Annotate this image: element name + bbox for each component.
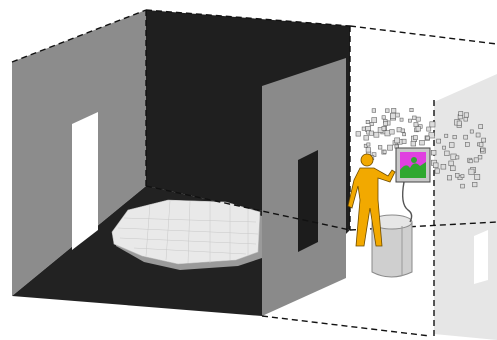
particle [435,169,439,173]
particle [397,128,401,132]
particle [441,164,446,169]
particle [420,140,425,145]
particle [364,136,369,141]
particle [461,175,464,178]
particle [464,117,468,121]
particle [469,169,474,174]
particle [461,184,465,188]
particle [456,156,459,159]
particle [447,176,451,180]
particle [382,126,386,130]
particle [449,161,454,166]
particle [392,108,396,112]
particle [413,116,417,120]
particle [457,121,461,125]
particle [465,142,469,146]
particle [482,138,486,142]
particle [449,143,454,148]
particle [374,132,379,137]
particle [366,148,371,153]
particle [431,150,436,155]
particle [366,120,369,123]
monitor-icon [396,148,430,182]
particle [382,116,385,119]
particle [445,134,448,137]
particle [401,129,405,133]
particle [390,113,395,118]
particle [476,133,480,137]
particle [372,118,377,123]
particle [384,122,388,126]
left-wall-doorway [72,112,98,250]
particle [367,143,370,146]
person-head [361,154,373,166]
particle [411,141,416,146]
particle [403,133,406,136]
particle [390,130,395,135]
particle [433,163,438,168]
particle [378,146,382,150]
particle [445,151,450,156]
particle [479,143,483,147]
particle [410,108,413,111]
particle [385,109,389,113]
particle [356,132,361,137]
particle [459,112,463,116]
particle [474,158,478,162]
particle [414,123,418,127]
particle [437,139,441,143]
particle [416,117,420,121]
particle [385,131,390,136]
particle [383,150,386,153]
particle [443,146,446,149]
particle [408,119,411,122]
particle [388,145,393,150]
particle [372,109,376,113]
particle [370,122,373,125]
particle [479,125,483,129]
particle [473,182,478,187]
partition-doorway [298,150,318,252]
particle [481,148,484,151]
particle [413,136,417,140]
right-panel-opening [474,230,488,284]
particle [426,136,430,140]
particle [455,173,459,177]
particle [464,135,468,139]
particle [430,122,435,127]
particle [464,113,468,117]
particle [469,160,472,163]
particle [416,127,421,132]
particle [475,175,480,180]
particle [369,131,373,135]
particle [453,135,457,139]
particle [450,166,455,171]
particle [429,133,434,138]
particle [470,130,473,133]
particle [362,127,365,130]
particle [427,127,431,131]
particle [395,138,400,143]
particle [451,154,456,159]
particle [478,155,482,159]
particle [400,118,403,121]
